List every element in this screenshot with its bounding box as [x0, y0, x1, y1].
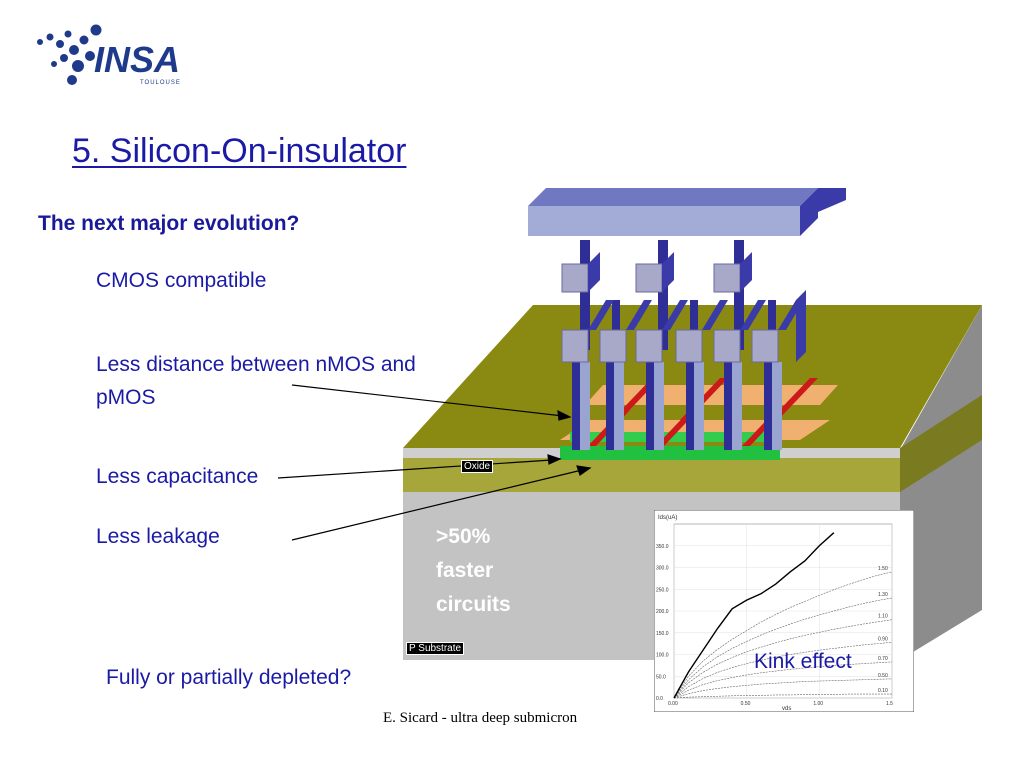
slide-subtitle: The next major evolution? — [38, 212, 300, 235]
vgs-curve — [673, 642, 893, 699]
oxide-label: Oxide — [461, 460, 494, 473]
vgs-curve — [673, 678, 893, 699]
bullet-less-distance: Less distance between nMOS and pMOS — [96, 353, 416, 409]
logo-text: INSA — [94, 39, 180, 80]
y-tick-label: 50.0 — [656, 674, 666, 680]
logo-subtext: TOULOUSE — [140, 80, 181, 86]
bullet-cmos-compatible: CMOS compatible — [96, 269, 267, 292]
chart-series — [673, 532, 893, 699]
kink-effect-label: Kink effect — [754, 650, 852, 673]
footer-credit: E. Sicard - ultra deep submicron — [383, 710, 578, 726]
x-tick-label: 1.00 — [813, 701, 823, 707]
chart-xlabel: vds — [782, 706, 791, 712]
y-tick-label: 300.0 — [656, 566, 669, 572]
series-label: 0.50 — [878, 673, 888, 679]
bullet-less-leakage: Less leakage — [96, 525, 220, 548]
vgs-curve — [673, 571, 893, 699]
x-tick-label: 1.5 — [886, 701, 893, 707]
metal-pillars — [561, 240, 806, 450]
faster-circuits-label: >50% faster circuits — [436, 525, 511, 616]
y-tick-label: 0.0 — [656, 696, 663, 702]
series-label: 0.70 — [878, 656, 888, 662]
vgs-curve — [673, 619, 893, 699]
y-tick-label: 200.0 — [656, 609, 669, 615]
vgs-curve — [673, 693, 892, 699]
kink-curve — [673, 532, 835, 699]
series-label: 1.50 — [878, 566, 888, 572]
series-label: 0.10 — [878, 688, 888, 694]
slide-title: 5. Silicon-On-insulator — [72, 132, 407, 170]
insa-logo: INSA TOULOUSE — [37, 24, 181, 86]
vgs-curve — [673, 661, 893, 699]
vgs-curve — [673, 597, 893, 699]
chart-grid — [673, 523, 893, 699]
iv-curve-chart: 0.0 50.0 100.0 150.0 200.0 250.0 300.0 350.0 0.0… — [654, 510, 914, 712]
y-tick-label: 150.0 — [656, 631, 669, 637]
annotation-arrows — [277, 384, 592, 541]
bullet-less-capacitance: Less capacitance — [96, 465, 259, 488]
series-label: 0.90 — [878, 636, 888, 642]
y-tick-label: 350.0 — [656, 544, 669, 550]
x-tick-label: 0.00 — [668, 701, 678, 707]
top-metal-bar — [528, 188, 846, 236]
y-tick-label: 250.0 — [656, 587, 669, 593]
series-label: 1.10 — [878, 614, 888, 620]
chart-tick-labels: 0.0 50.0 100.0 150.0 200.0 250.0 300.0 350.0 0.0… — [656, 544, 893, 707]
x-tick-label: 0.50 — [741, 701, 751, 707]
depletion-question: Fully or partially depleted? — [106, 666, 352, 689]
y-tick-label: 100.0 — [656, 653, 669, 659]
chart-ylabel: Ids(uA) — [658, 515, 677, 521]
substrate-label: P Substrate — [406, 642, 465, 655]
series-label: 1.30 — [878, 592, 888, 598]
